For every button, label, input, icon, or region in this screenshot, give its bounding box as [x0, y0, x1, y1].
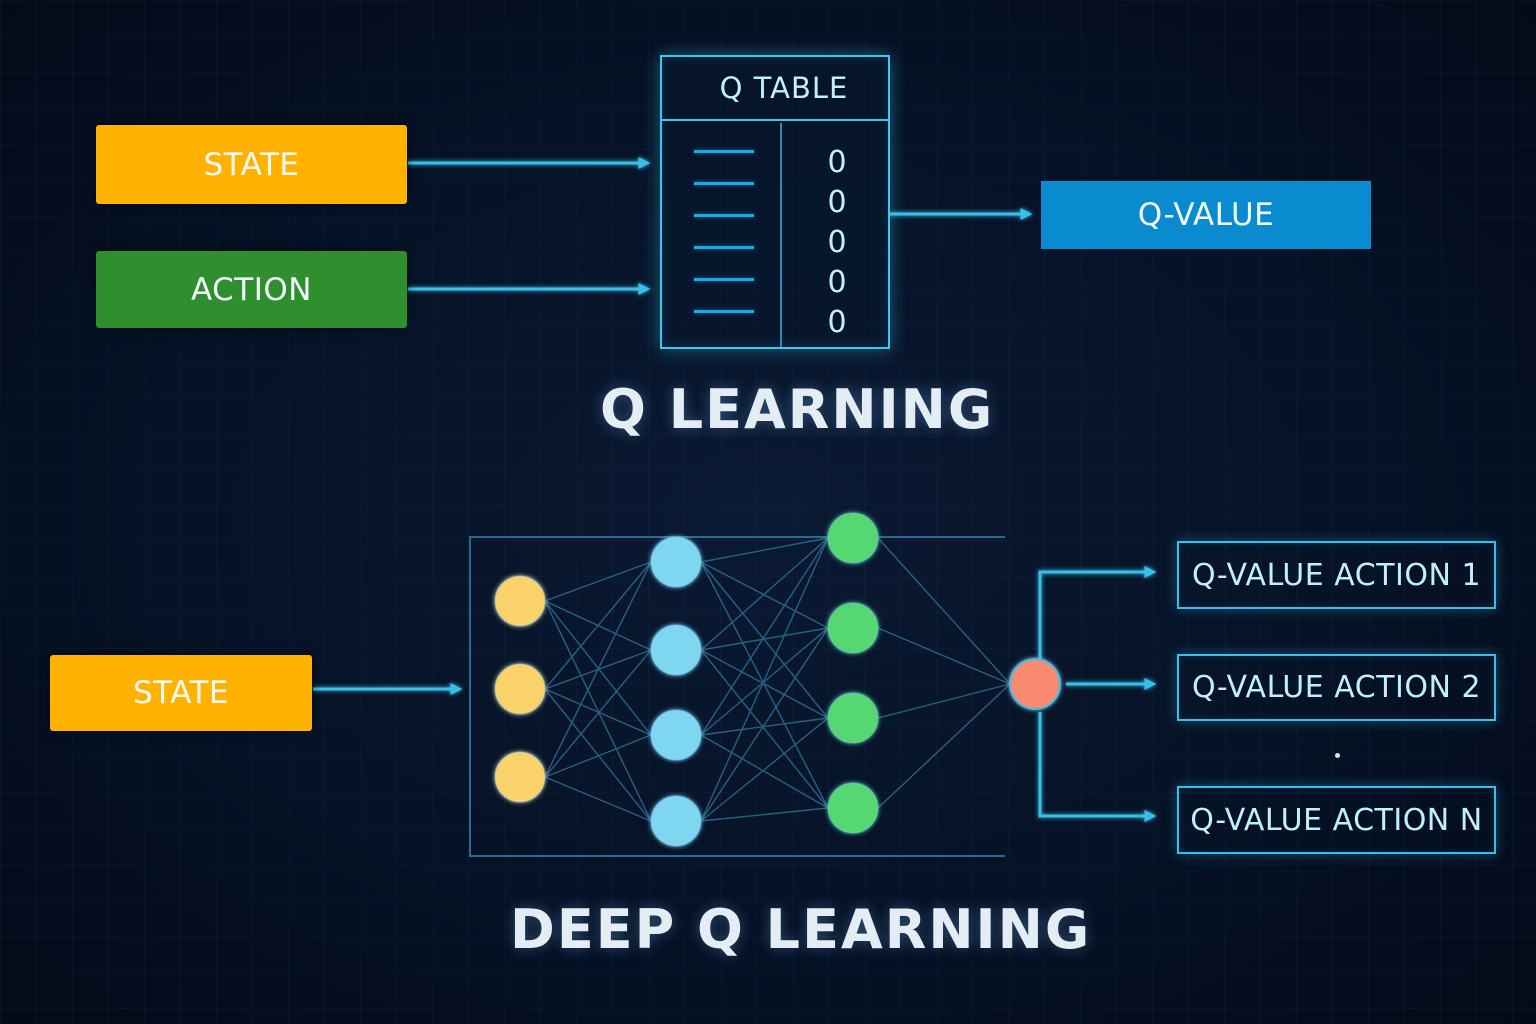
q-value-action-n-label: Q-VALUE ACTION N — [1190, 802, 1483, 838]
dqn-state-box: STATE — [50, 655, 312, 731]
network-edge — [700, 561, 829, 809]
arrow-to-action-n — [1038, 712, 1157, 822]
network-edge — [700, 807, 829, 822]
q-table-value: 0 — [827, 185, 847, 220]
network-edge — [700, 561, 829, 629]
q-value-action-1-box: Q-VALUE ACTION 1 — [1177, 541, 1496, 609]
q-table-row-line — [694, 150, 754, 153]
q-table-value: 0 — [827, 225, 847, 260]
hidden-1-node — [650, 624, 702, 676]
network-edge — [544, 734, 652, 778]
network-edge — [544, 688, 652, 736]
hidden-2-node — [827, 692, 879, 744]
network-edge — [544, 649, 652, 778]
network-edge — [700, 537, 829, 822]
network-edge — [700, 649, 829, 809]
q-value-action-2-box: Q-VALUE ACTION 2 — [1177, 654, 1496, 721]
q-table-row-line — [694, 214, 754, 217]
hidden-1-node — [650, 709, 702, 761]
network-edge — [877, 627, 1011, 685]
action-box: ACTION — [96, 251, 407, 328]
ellipsis-dot — [1335, 753, 1340, 758]
network-edge — [700, 717, 829, 736]
network-edge — [700, 627, 829, 651]
q-table-row-line — [694, 246, 754, 249]
network-edge — [544, 561, 652, 778]
q-learning-title: Q LEARNING — [600, 378, 995, 441]
state-label: STATE — [203, 146, 300, 183]
network-edge — [700, 537, 829, 651]
input-node — [494, 575, 546, 627]
network-edge — [544, 776, 652, 822]
q-table-value: 0 — [827, 145, 847, 180]
q-table-value: 0 — [827, 265, 847, 300]
q-table-header: Q TABLE — [662, 57, 888, 121]
q-value-action-n-box: Q-VALUE ACTION N — [1177, 786, 1496, 854]
q-value-action-2-label: Q-VALUE ACTION 2 — [1191, 670, 1482, 705]
network-edge — [544, 561, 652, 602]
network-edge — [544, 688, 652, 822]
hidden-2-node — [827, 782, 879, 834]
state-box: STATE — [96, 125, 407, 204]
network-edge — [700, 717, 829, 822]
action-label: ACTION — [191, 271, 312, 308]
network-edge — [877, 537, 1011, 685]
network-edge — [700, 649, 829, 719]
dqn-state-label: STATE — [132, 675, 230, 711]
hidden-2-node — [827, 602, 879, 654]
input-node — [494, 751, 546, 803]
network-edge — [700, 561, 829, 719]
network-edge — [700, 734, 829, 809]
hidden-1-node — [650, 536, 702, 588]
network-frame — [469, 536, 1005, 857]
q-table-row-line — [694, 182, 754, 185]
network-edge — [700, 627, 829, 822]
q-table-row-line — [694, 278, 754, 281]
q-table-row-line — [694, 310, 754, 313]
network-edge — [700, 537, 829, 563]
q-value-label: Q-VALUE — [1137, 197, 1275, 233]
output-node — [1009, 658, 1061, 710]
network-edge — [700, 627, 829, 736]
input-node — [494, 663, 546, 715]
network-edge — [877, 683, 1011, 719]
hidden-2-node — [827, 512, 879, 564]
network-edge — [544, 600, 652, 822]
q-table-divider — [780, 123, 782, 347]
q-value-box: Q-VALUE — [1041, 181, 1371, 249]
arrow-to-action-1 — [1038, 566, 1157, 662]
hidden-1-node — [650, 795, 702, 847]
network-edge — [877, 683, 1011, 809]
q-value-action-1-label: Q-VALUE ACTION 1 — [1191, 557, 1482, 593]
q-table-value: 0 — [827, 305, 847, 340]
network-edge — [544, 561, 652, 690]
network-edge — [700, 537, 829, 736]
q-table: Q TABLE 0 0 0 0 0 — [660, 55, 890, 349]
deep-q-learning-title: DEEP Q LEARNING — [510, 898, 1092, 961]
